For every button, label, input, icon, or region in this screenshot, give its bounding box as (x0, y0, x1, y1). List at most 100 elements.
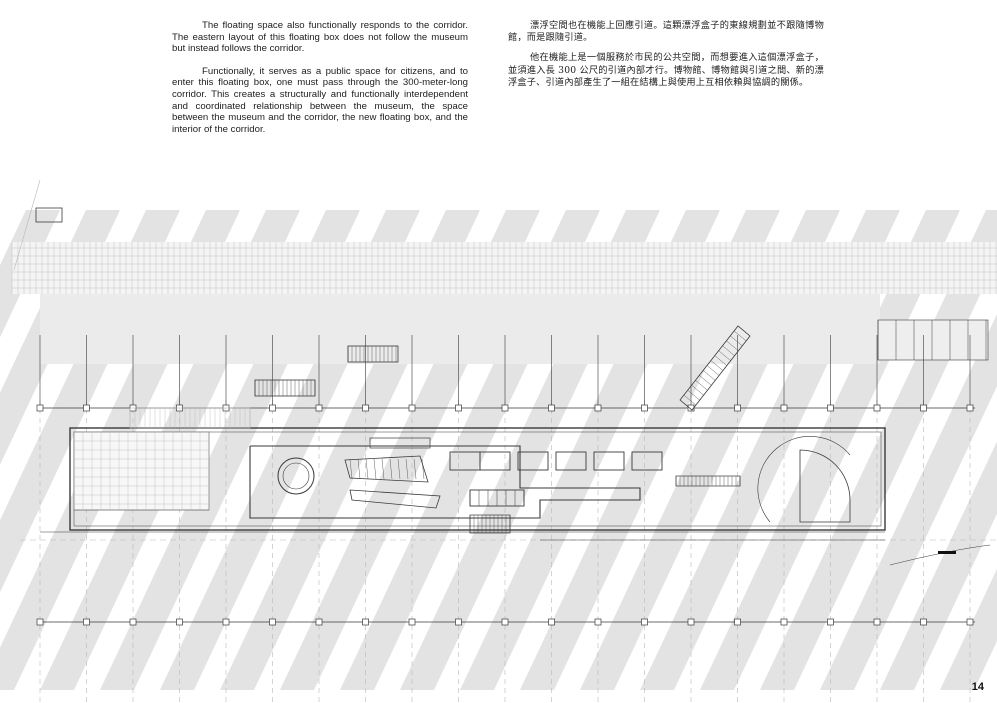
column-marker (641, 618, 648, 626)
column-marker (501, 404, 509, 412)
column-marker (548, 618, 555, 626)
escalator-step (706, 365, 720, 376)
column-marker (641, 404, 648, 412)
column-marker (827, 618, 834, 626)
english-text-column: The floating space also functionally res… (172, 20, 468, 146)
escalator-step (737, 325, 751, 337)
ramp-step (413, 458, 417, 480)
room-block (479, 451, 511, 471)
column-marker (362, 618, 369, 626)
ramp-step (381, 458, 385, 480)
ramp-step (373, 458, 377, 480)
column-marker (455, 618, 462, 626)
column-marker (827, 404, 834, 412)
road-band (11, 242, 997, 364)
column-marker (780, 618, 788, 626)
east-building (877, 319, 989, 361)
escalator-step (730, 335, 743, 347)
english-paragraph-2: Functionally, it serves as a public spac… (172, 65, 468, 135)
site-line (13, 179, 41, 271)
escalator-step (718, 350, 731, 361)
platform-band (40, 294, 880, 364)
ramp-step (357, 458, 361, 480)
plan-details (40, 325, 885, 541)
column-marker (966, 618, 974, 626)
column-marker (408, 618, 416, 626)
column-marker (548, 404, 555, 412)
room-block (555, 451, 587, 471)
shadow-stripe (940, 568, 997, 690)
floating-box-outline (249, 445, 641, 519)
column-marker (83, 618, 90, 626)
ramp (344, 455, 429, 483)
ramp-step (349, 458, 353, 480)
stair-run (369, 437, 431, 449)
column-marker (920, 404, 927, 412)
ramp (349, 489, 441, 509)
column-marker (920, 618, 927, 626)
chinese-paragraph-2: 他在機能上是一個服務於市民的公共空間，而想要進入這個漂浮盒子，並須進入長 300… (508, 52, 824, 88)
column-marker (594, 404, 602, 412)
escalator-step (710, 360, 724, 371)
scale-bar (938, 551, 956, 554)
escalator-step (722, 345, 735, 356)
chinese-text-column: 漂浮空間也在機能上回應引道。這顆漂浮盒子的東線規劃並不跟隨博物館，而是跟隨引道。… (508, 20, 824, 97)
column-marker (408, 404, 416, 412)
column-marker (36, 404, 44, 412)
ramp-step (405, 458, 409, 480)
west-hall (73, 431, 210, 511)
escalator-step (687, 389, 700, 401)
ramp-step (421, 458, 425, 480)
ramp-step (397, 458, 401, 480)
ramp-step (389, 458, 393, 480)
shadow-stripe (880, 441, 997, 690)
column-marker (222, 618, 230, 626)
column-marker (687, 618, 695, 626)
column-marker (315, 618, 323, 626)
escalator-step (714, 355, 727, 366)
column-marker (129, 618, 137, 626)
escalator-step (726, 340, 739, 351)
column-marker (362, 404, 369, 412)
escalator-step (679, 399, 693, 411)
escalator-step (683, 394, 696, 406)
column-marker (455, 404, 462, 412)
column-marker (873, 404, 881, 412)
room-block (593, 451, 625, 471)
column-marker (734, 618, 741, 626)
floor-plan-drawing (0, 179, 997, 703)
page-number: 14 (971, 681, 984, 693)
street-band (12, 242, 997, 294)
column-marker (594, 618, 602, 626)
site-elements (13, 179, 991, 566)
escalator-step (699, 375, 712, 386)
column-marker (269, 404, 276, 412)
column-marker (315, 404, 323, 412)
chinese-paragraph-1: 漂浮空間也在機能上回應引道。這顆漂浮盒子的東線規劃並不跟隨博物館，而是跟隨引道。 (508, 20, 824, 44)
corridor-outer-wall (69, 427, 886, 531)
column-marker (734, 404, 741, 412)
escalator-step (691, 385, 704, 396)
east-plaza (799, 449, 851, 523)
east-plaza-arc (757, 436, 851, 523)
floating-box-plan (73, 431, 851, 523)
column-marker (269, 618, 276, 626)
column-marker (176, 618, 183, 626)
english-paragraph-1: The floating space also functionally res… (172, 20, 468, 55)
column-marker (83, 404, 90, 412)
escalator-step (695, 380, 708, 391)
escalator-step (703, 370, 716, 381)
column-marker (966, 404, 974, 412)
column-marker (501, 618, 509, 626)
car-outline (35, 207, 63, 223)
room-block (517, 451, 549, 471)
escalator-step (734, 330, 747, 342)
round-room-inner (282, 462, 310, 490)
ramp-step (365, 458, 369, 480)
column-marker (873, 618, 881, 626)
column-marker (780, 404, 788, 412)
round-room (277, 457, 315, 495)
room-block (631, 451, 663, 471)
column-marker (36, 618, 44, 626)
